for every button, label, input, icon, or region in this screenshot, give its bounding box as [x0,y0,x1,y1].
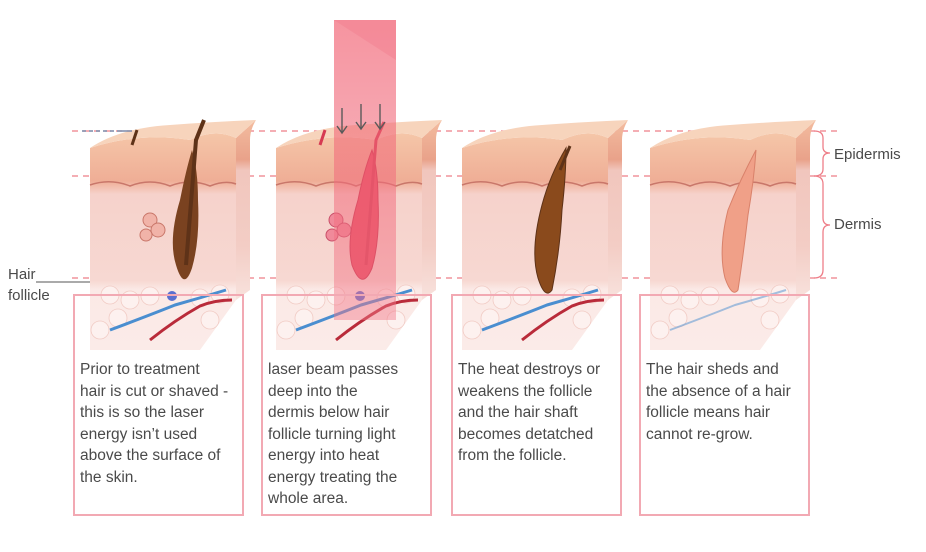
hair-follicle-3 [534,146,567,294]
hair-shaft-1 [184,119,206,266]
sebaceous-gland-1 [139,212,166,242]
stage-caption-3: The heat destroys or weakens the follicl… [458,361,601,464]
laser-arrows [336,104,386,135]
stage-box-3 [451,294,622,516]
dermis-brace [813,175,831,279]
stage-box-4 [639,294,810,516]
stage-caption-1: Prior to treatment hair is cut or shaved… [80,361,229,486]
stage-caption-2: laser beam passes deep into the dermis b… [268,361,399,507]
epidermis-label: Epidermis [834,146,901,163]
epidermis-brace [813,130,831,177]
stage-box-1 [73,294,244,516]
hair-follicle-label: Hair follicle [8,266,50,304]
empty-follicle-4 [721,149,757,293]
stage-box-2 [261,294,432,516]
laser-beam [334,20,396,320]
stage-caption-4: The hair sheds and the absence of a hair… [646,361,791,443]
dermis-label: Dermis [834,216,882,233]
